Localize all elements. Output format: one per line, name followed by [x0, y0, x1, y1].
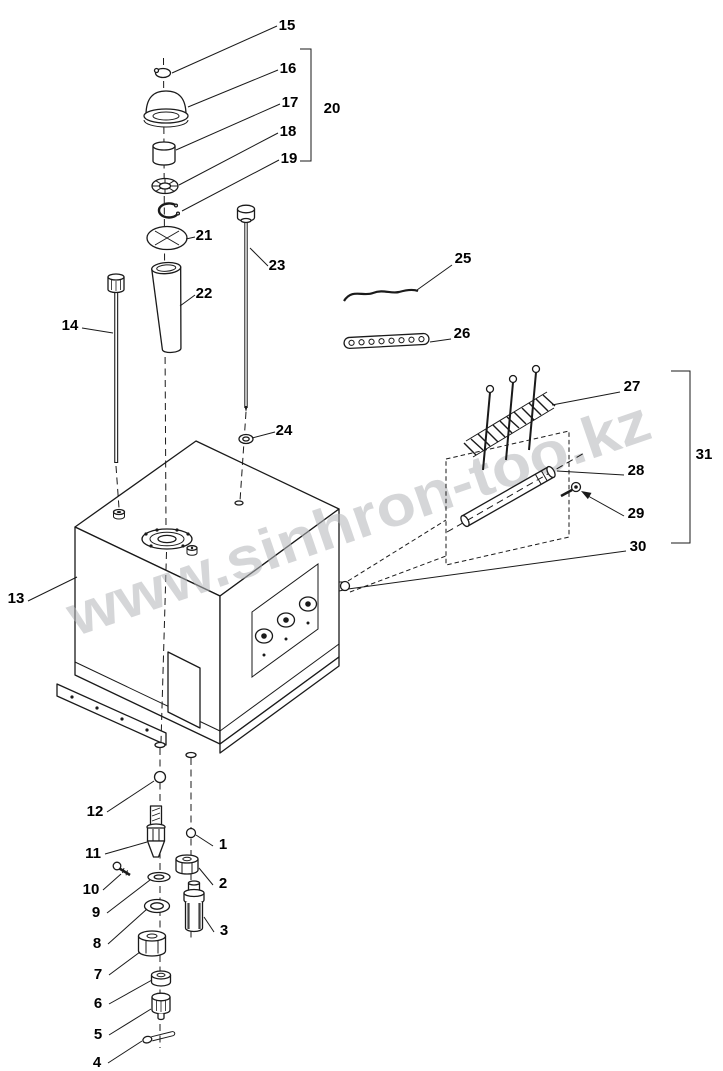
part-14-dipstick [107, 273, 125, 463]
part-label-2: 2 [219, 875, 227, 892]
part-label-5: 5 [94, 1026, 102, 1043]
part-label-6: 6 [94, 995, 102, 1012]
part-22-filler-strainer [151, 261, 182, 354]
leader-lines [27, 25, 691, 1064]
part-label-13: 13 [8, 590, 25, 607]
arrow-head-29 [581, 491, 592, 500]
part-labels: 1 2 3 4 5 6 7 8 9 10 11 12 13 14 15 16 1… [8, 17, 713, 1071]
mounting-kit [347, 364, 587, 593]
part-label-27: 27 [624, 378, 641, 395]
part-label-30: 30 [630, 538, 647, 555]
part-label-18: 18 [280, 123, 297, 140]
front-plate [167, 651, 201, 729]
part-label-15: 15 [279, 17, 296, 34]
part-26-perforated-strip [343, 332, 430, 350]
part-label-25: 25 [455, 250, 472, 267]
part-label-17: 17 [282, 94, 299, 111]
part-15-clip [153, 67, 172, 79]
part-label-12: 12 [87, 803, 104, 820]
part-label-7: 7 [94, 966, 102, 983]
part-24-seal-ring [238, 433, 254, 445]
part-label-31: 31 [696, 446, 713, 463]
part-label-8: 8 [93, 935, 101, 952]
part-27-springs [463, 364, 556, 471]
part-label-1: 1 [219, 836, 227, 853]
group-bracket-31 [671, 370, 691, 544]
part-label-24: 24 [276, 422, 293, 439]
part-label-28: 28 [628, 462, 645, 479]
tank-body [56, 440, 351, 759]
part-label-11: 11 [85, 845, 101, 862]
part-label-4: 4 [93, 1054, 102, 1071]
kit-outline-box [445, 430, 570, 566]
part-label-14: 14 [62, 317, 79, 334]
part-label-10: 10 [83, 881, 100, 898]
part-7-cap-nut [137, 930, 167, 957]
part-29-bolt [560, 481, 582, 498]
part-label-3: 3 [220, 922, 228, 939]
part-11-drain-valve [146, 805, 166, 858]
dipstick-port [112, 508, 126, 520]
drain-boss-left [154, 741, 166, 749]
rod-port [234, 500, 244, 506]
group-bracket-20 [300, 48, 312, 162]
part-label-26: 26 [454, 325, 471, 342]
part-3-strainer [183, 880, 205, 933]
part-label-22: 22 [196, 285, 213, 302]
part-label-23: 23 [269, 257, 286, 274]
return-port-fitting [338, 580, 351, 592]
part-28-tube [446, 451, 587, 533]
part-label-16: 16 [280, 60, 297, 77]
drain-boss-right [185, 751, 197, 759]
part-label-20: 20 [324, 100, 341, 117]
part-5-cap [151, 992, 171, 1021]
part-10-screw [112, 861, 131, 877]
part-label-29: 29 [628, 505, 645, 522]
part-label-9: 9 [92, 904, 100, 921]
side-panel [251, 563, 319, 678]
part-23-level-rod [236, 204, 256, 412]
part-9-washer [147, 871, 171, 883]
part-18-washer [151, 177, 179, 195]
filler-neck [141, 528, 193, 550]
part-16-breather-cap [143, 90, 189, 128]
part-label-21: 21 [196, 227, 213, 244]
part-4-clip [142, 1031, 176, 1044]
part-6-bushing [150, 970, 172, 987]
part-25-wire [343, 288, 419, 302]
aux-fitting [186, 545, 198, 556]
part-21-cap [146, 225, 188, 251]
part-8-o-ring [143, 898, 171, 914]
part-17-filter-element [152, 141, 176, 166]
part-label-19: 19 [281, 150, 298, 167]
part-2-nut [175, 854, 199, 875]
part-1-ball [185, 827, 197, 839]
part-19-snap-ring [157, 202, 181, 219]
part-12-ball [153, 770, 167, 784]
